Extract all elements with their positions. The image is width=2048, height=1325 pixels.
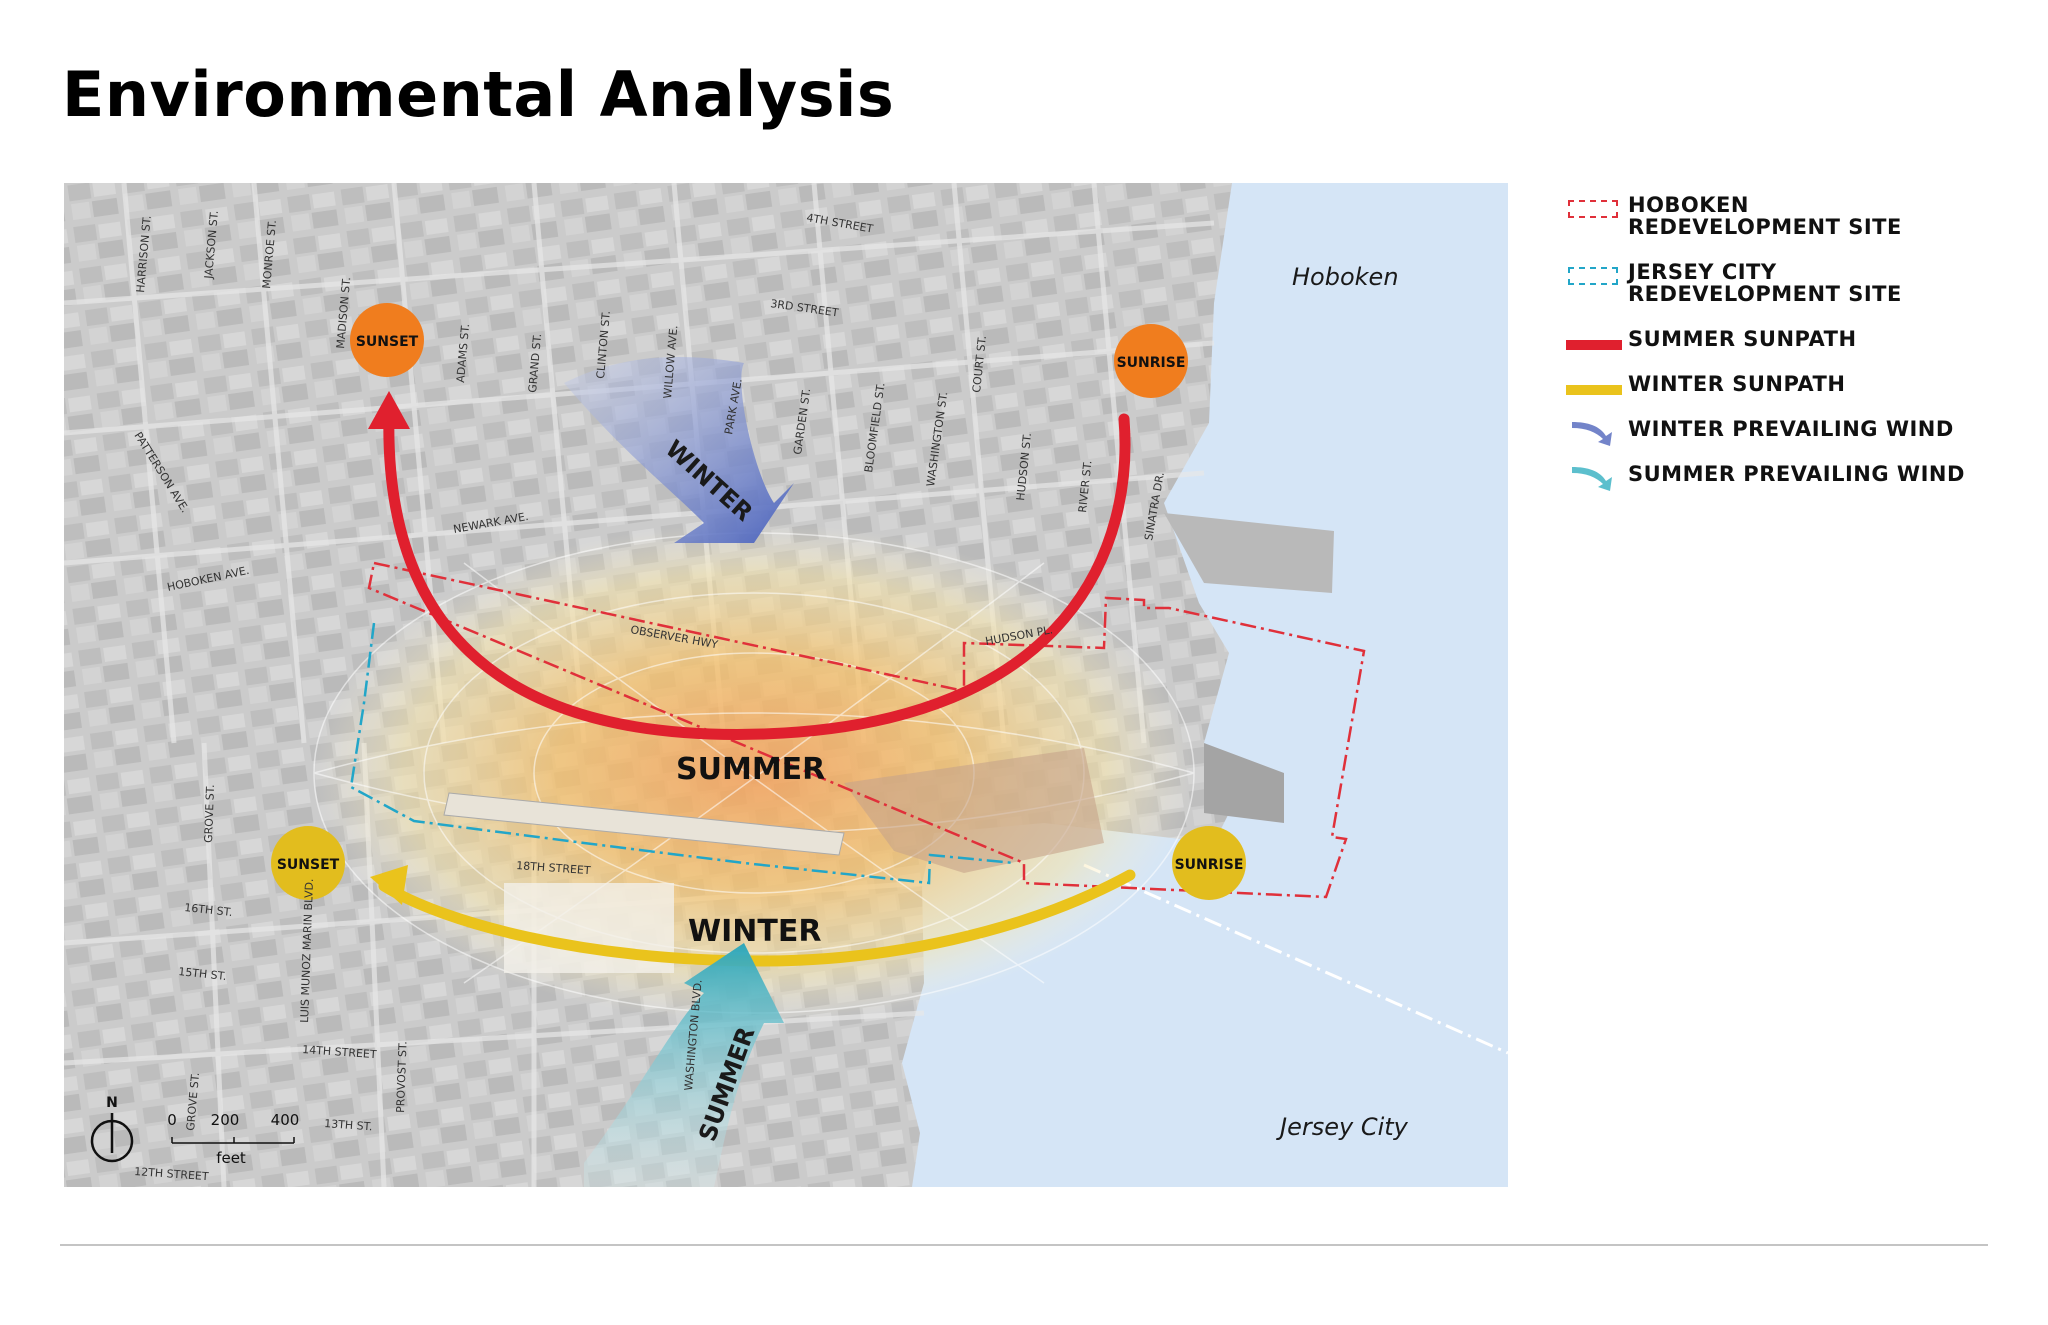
winter-sunrise-label: SUNRISE	[1175, 857, 1244, 873]
scale-bar: 0 200 400 feet	[167, 1111, 299, 1167]
legend-line-swatch	[1566, 373, 1622, 403]
terminal-yard	[844, 748, 1104, 873]
winter-sunpath-arrowhead	[370, 865, 408, 905]
platform	[443, 792, 845, 856]
summer-sunset-label: SUNSET	[356, 334, 419, 350]
north-label: N	[106, 1095, 118, 1111]
summer-season-label: SUMMER	[676, 752, 825, 787]
legend-label: WINTER SUNPATH	[1628, 372, 1846, 396]
summer-sunrise-label: SUNRISE	[1117, 355, 1186, 371]
legend-label: SUMMER PREVAILING WIND	[1628, 462, 1965, 486]
street-label: 15TH ST.	[178, 965, 227, 983]
street-label: MONROE ST.	[260, 219, 279, 289]
summer-sunpath	[383, 407, 1131, 740]
scale-unit: feet	[216, 1149, 246, 1167]
street-label: WILLOW AVE.	[661, 325, 680, 400]
street-label: PROVOST ST.	[394, 1041, 409, 1113]
jersey-city-label: Jersey City	[1276, 1113, 1409, 1141]
summer-sunset-marker: SUNSET	[350, 303, 424, 377]
hoboken-site-boundary	[367, 561, 1366, 899]
street-label: 12TH STREET	[134, 1165, 209, 1183]
legend-label: WINTER PREVAILING WIND	[1628, 417, 1954, 441]
legend-item: WINTER SUNPATH	[1566, 373, 2006, 418]
winter-sunset-label: SUNSET	[277, 857, 340, 873]
winter-sunpath	[378, 869, 1136, 967]
map-canvas: WINTER SUMMER SUMMER WINTER SUNSET SUNRI…	[64, 183, 1508, 1187]
street-label: 18TH STREET	[516, 859, 591, 877]
scale-tick-200: 200	[211, 1111, 240, 1129]
street-label: GRAND ST.	[526, 333, 544, 393]
street-label: 14TH STREET	[302, 1043, 377, 1061]
map-legend: HOBOKEN REDEVELOPMENT SITE JERSEY CITY RE…	[1566, 194, 2006, 508]
street-label: CLINTON ST.	[594, 310, 613, 379]
street-label: 13TH ST.	[324, 1117, 373, 1133]
street-label: LUIS MUNOZ MARIN BLVD.	[298, 878, 316, 1023]
street-label: MADISON ST.	[334, 276, 353, 349]
winter-sunrise-marker: SUNRISE	[1172, 826, 1246, 900]
street-label: COURT ST.	[970, 335, 989, 393]
legend-dashed-swatch	[1566, 261, 1622, 291]
legend-item: HOBOKEN REDEVELOPMENT SITE	[1566, 194, 2006, 261]
legend-line-swatch	[1566, 328, 1622, 358]
property-line	[1083, 863, 1508, 1055]
street-label: RIVER ST.	[1076, 460, 1094, 513]
legend-label: JERSEY CITY REDEVELOPMENT SITE	[1628, 260, 1902, 306]
legend-item: WINTER PREVAILING WIND	[1566, 418, 2006, 463]
pier	[1204, 743, 1284, 823]
street-label: 16TH ST.	[184, 901, 233, 919]
scale-tick-0: 0	[167, 1111, 177, 1129]
scale-tick-400: 400	[271, 1111, 300, 1129]
winter-sunset-marker: SUNSET	[271, 826, 345, 900]
summer-wind-arrow	[584, 943, 784, 1187]
winter-season-label: WINTER	[688, 914, 821, 949]
legend-item: JERSEY CITY REDEVELOPMENT SITE	[1566, 261, 2006, 328]
summer-sunpath-arrowhead	[368, 391, 410, 429]
legend-item: SUMMER SUNPATH	[1566, 328, 2006, 373]
footer-divider	[60, 1244, 1988, 1246]
pier	[1164, 513, 1334, 593]
street-label: GROVE ST.	[202, 784, 217, 843]
legend-label: HOBOKEN REDEVELOPMENT SITE	[1628, 193, 1902, 239]
environmental-map: WINTER SUMMER SUMMER WINTER SUNSET SUNRI…	[64, 183, 1508, 1187]
street-label: ADAMS ST.	[454, 323, 472, 383]
page-title: Environmental Analysis	[62, 58, 895, 131]
legend-item: SUMMER PREVAILING WIND	[1566, 463, 2006, 508]
winter-wind-arrow	[564, 357, 794, 543]
street-label: JACKSON ST.	[202, 210, 221, 280]
wind-arrow-icon	[1566, 463, 1622, 493]
legend-dashed-swatch	[1566, 194, 1622, 224]
jersey-city-site-boundary	[349, 622, 1015, 885]
hoboken-label: Hoboken	[1292, 263, 1399, 291]
legend-label: SUMMER SUNPATH	[1628, 327, 1857, 351]
wind-arrow-icon	[1566, 418, 1622, 448]
street-label: GROVE ST.	[184, 1072, 202, 1131]
summer-sunrise-marker: SUNRISE	[1114, 324, 1188, 398]
north-arrow: N	[90, 1095, 134, 1163]
